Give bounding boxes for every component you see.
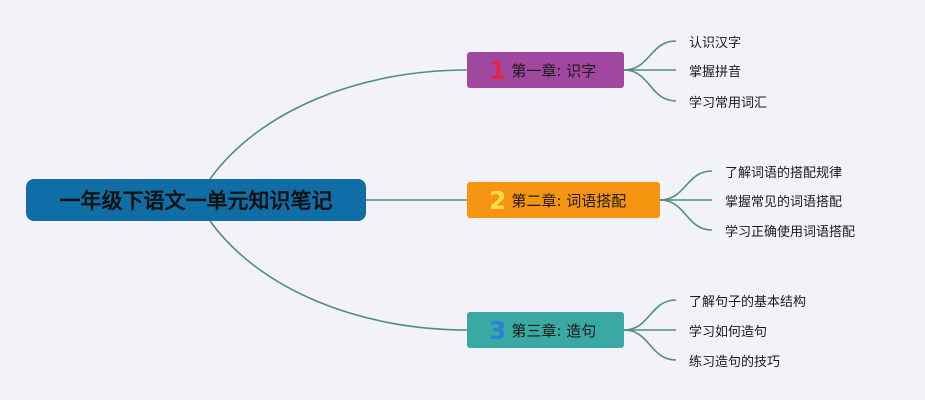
- chapter-node-3[interactable]: 3 第三章: 造句: [467, 312, 624, 348]
- root-node[interactable]: 一年级下语文一单元知识笔记: [26, 179, 366, 221]
- connector-chapter-2-item-3: [659, 199, 713, 231]
- chapter-1-number: 1: [489, 55, 507, 85]
- root-label: 一年级下语文一单元知识笔记: [59, 189, 333, 213]
- chapter-3-number: 3: [489, 315, 507, 345]
- chapter-3-item-2[interactable]: 学习如何造句: [689, 324, 768, 340]
- connector-chapter-3-item-1: [623, 299, 677, 331]
- connector-root-to-chapter-3: [209, 220, 468, 331]
- chapter-node-2[interactable]: 2 第二章: 词语搭配: [467, 182, 660, 218]
- chapter-1-item-1[interactable]: 认识汉字: [689, 35, 742, 51]
- chapter-2-title: 第二章: 词语搭配: [511, 191, 627, 210]
- connector-chapter-3-item-3: [623, 329, 677, 361]
- chapter-1-item-2[interactable]: 掌握拼音: [689, 64, 742, 80]
- chapter-2-item-1[interactable]: 了解词语的搭配规律: [725, 165, 843, 181]
- chapter-2-item-2[interactable]: 掌握常见的词语搭配: [725, 194, 843, 210]
- connector-chapter-1-item-3: [623, 69, 677, 102]
- connector-chapter-2-item-1: [659, 170, 713, 201]
- connector-chapter-1-item-1: [623, 40, 677, 71]
- chapter-2-item-3[interactable]: 学习正确使用词语搭配: [725, 224, 856, 240]
- chapter-3-title: 第三章: 造句: [511, 321, 597, 340]
- chapter-3-item-3[interactable]: 练习造句的技巧: [689, 354, 781, 370]
- chapter-3-item-1[interactable]: 了解句子的基本结构: [689, 294, 807, 310]
- chapter-node-1[interactable]: 1 第一章: 识字: [467, 52, 624, 88]
- chapter-1-item-3[interactable]: 学习常用词汇: [689, 95, 768, 111]
- connector-root-to-chapter-1: [209, 69, 468, 180]
- chapter-2-number: 2: [489, 185, 507, 215]
- chapter-1-title: 第一章: 识字: [511, 61, 597, 80]
